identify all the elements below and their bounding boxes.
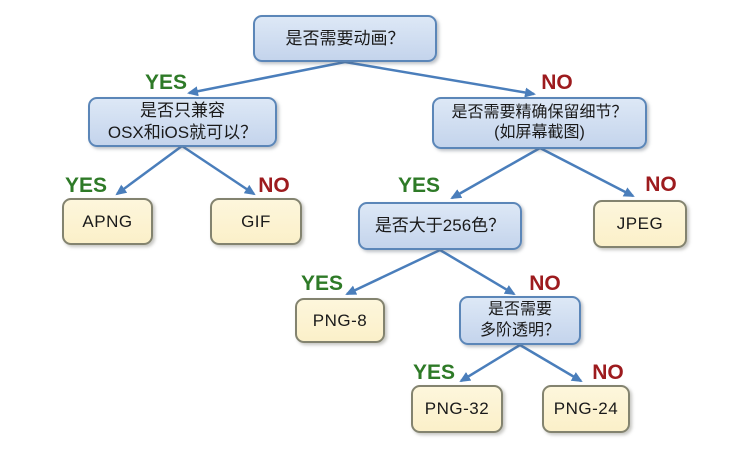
arrow-compat-yes	[115, 144, 183, 196]
question-preserve-detail-line1: 是否需要精确保留细节？	[451, 103, 628, 121]
edge-label-no-png24: NO	[592, 361, 624, 384]
question-preserve-detail: 是否需要精确保留细节？ (如屏幕截图)	[432, 97, 647, 149]
edge-label-no-root-right: NO	[541, 71, 573, 94]
result-apng: APNG	[62, 198, 153, 245]
arrow-alpha-yes	[459, 343, 521, 383]
result-gif: GIF	[210, 198, 302, 245]
question-preserve-detail-line2: (如屏幕截图)	[494, 124, 585, 141]
arrow-256-yes	[345, 248, 441, 296]
edge-label-no-transparency: NO	[529, 272, 561, 295]
result-png32-label: PNG-32	[424, 399, 490, 418]
edge-label-no-jpeg: NO	[645, 173, 677, 196]
question-multilevel-transparency-line1: 是否需要	[487, 301, 552, 319]
edge-label-yes-png8: YES	[300, 272, 344, 295]
edge-label-yes-256colors: YES	[397, 174, 441, 197]
question-need-animation-text: 是否需要动画？	[285, 28, 405, 48]
question-over-256-colors: 是否大于256色？	[358, 202, 522, 250]
edge-label-yes-apng: YES	[64, 174, 108, 197]
edge-label-yes-root-left: YES	[144, 71, 188, 94]
question-over-256-colors-text: 是否大于256色？	[374, 216, 506, 236]
result-png32: PNG-32	[411, 385, 503, 433]
arrow-root-no	[344, 60, 536, 98]
edge-label-yes-png32: YES	[412, 361, 456, 384]
question-osx-ios-compat: 是否只兼容 OSX和iOS就可以？	[88, 97, 277, 147]
arrow-compat-no	[181, 144, 256, 196]
question-need-animation: 是否需要动画？	[253, 15, 437, 62]
arrow-detail-no	[539, 146, 635, 198]
result-jpeg-label: JPEG	[616, 214, 664, 233]
arrow-root-yes	[187, 60, 346, 97]
question-osx-ios-compat-line1: 是否只兼容	[140, 101, 225, 121]
question-multilevel-transparency: 是否需要 多阶透明？	[459, 296, 581, 345]
result-jpeg: JPEG	[593, 200, 687, 248]
question-osx-ios-compat-line2: OSX和iOS就可以？	[107, 123, 258, 142]
edge-label-no-gif: NO	[258, 174, 290, 197]
result-png24: PNG-24	[542, 385, 630, 433]
result-png24-label: PNG-24	[553, 399, 619, 418]
arrow-detail-yes	[450, 146, 541, 200]
question-multilevel-transparency-line2: 多阶透明？	[479, 321, 560, 339]
result-gif-label: GIF	[241, 211, 271, 231]
result-png8-label: PNG-8	[312, 310, 368, 330]
result-apng-label: APNG	[82, 211, 133, 231]
arrow-256-no	[439, 248, 516, 296]
arrow-alpha-no	[519, 343, 583, 383]
result-png8: PNG-8	[295, 298, 385, 343]
